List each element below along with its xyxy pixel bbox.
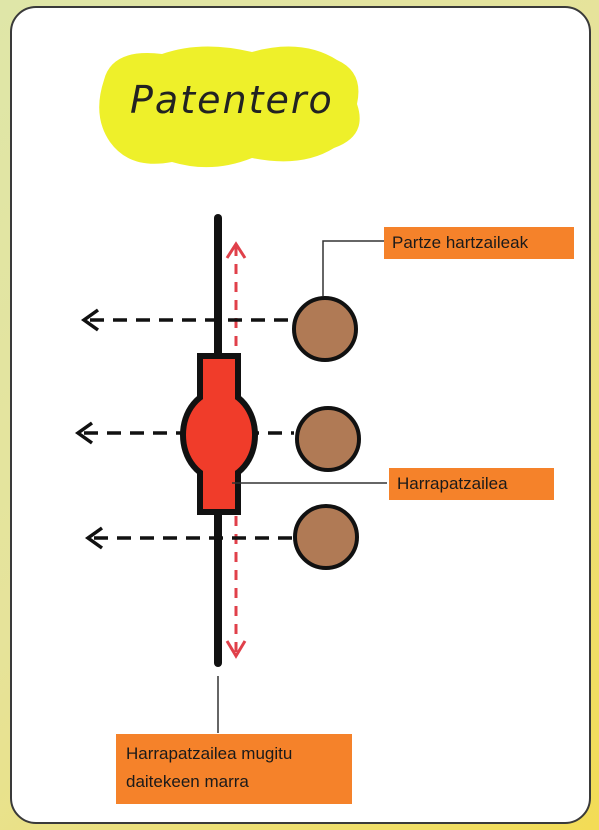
movement-arrow-down-icon xyxy=(225,640,247,659)
diagram-canvas xyxy=(74,46,387,733)
line-label: Harrapatzailea mugitu daitekeen marra xyxy=(116,734,352,804)
pass-arrow-middle-head-icon xyxy=(74,421,94,445)
receivers-label: Partze hartzaileak xyxy=(384,227,574,259)
receiver-circle-bottom xyxy=(293,504,359,570)
diagram-title: Patentero xyxy=(130,78,334,122)
receiver-circle-top xyxy=(292,296,358,362)
title-highlight xyxy=(99,46,360,168)
diagram-card: Patentero Partze hartzaileak Harrapatzai… xyxy=(10,6,591,824)
pass-arrow-bottom-head-icon xyxy=(84,526,104,550)
movement-arrow-up-icon xyxy=(225,241,247,259)
catcher-figure xyxy=(180,353,258,515)
receivers-leader-line xyxy=(322,240,384,296)
pass-arrow-top-head-icon xyxy=(80,308,100,332)
receiver-circle-middle xyxy=(295,406,361,472)
catcher-label: Harrapatzailea xyxy=(389,468,554,500)
